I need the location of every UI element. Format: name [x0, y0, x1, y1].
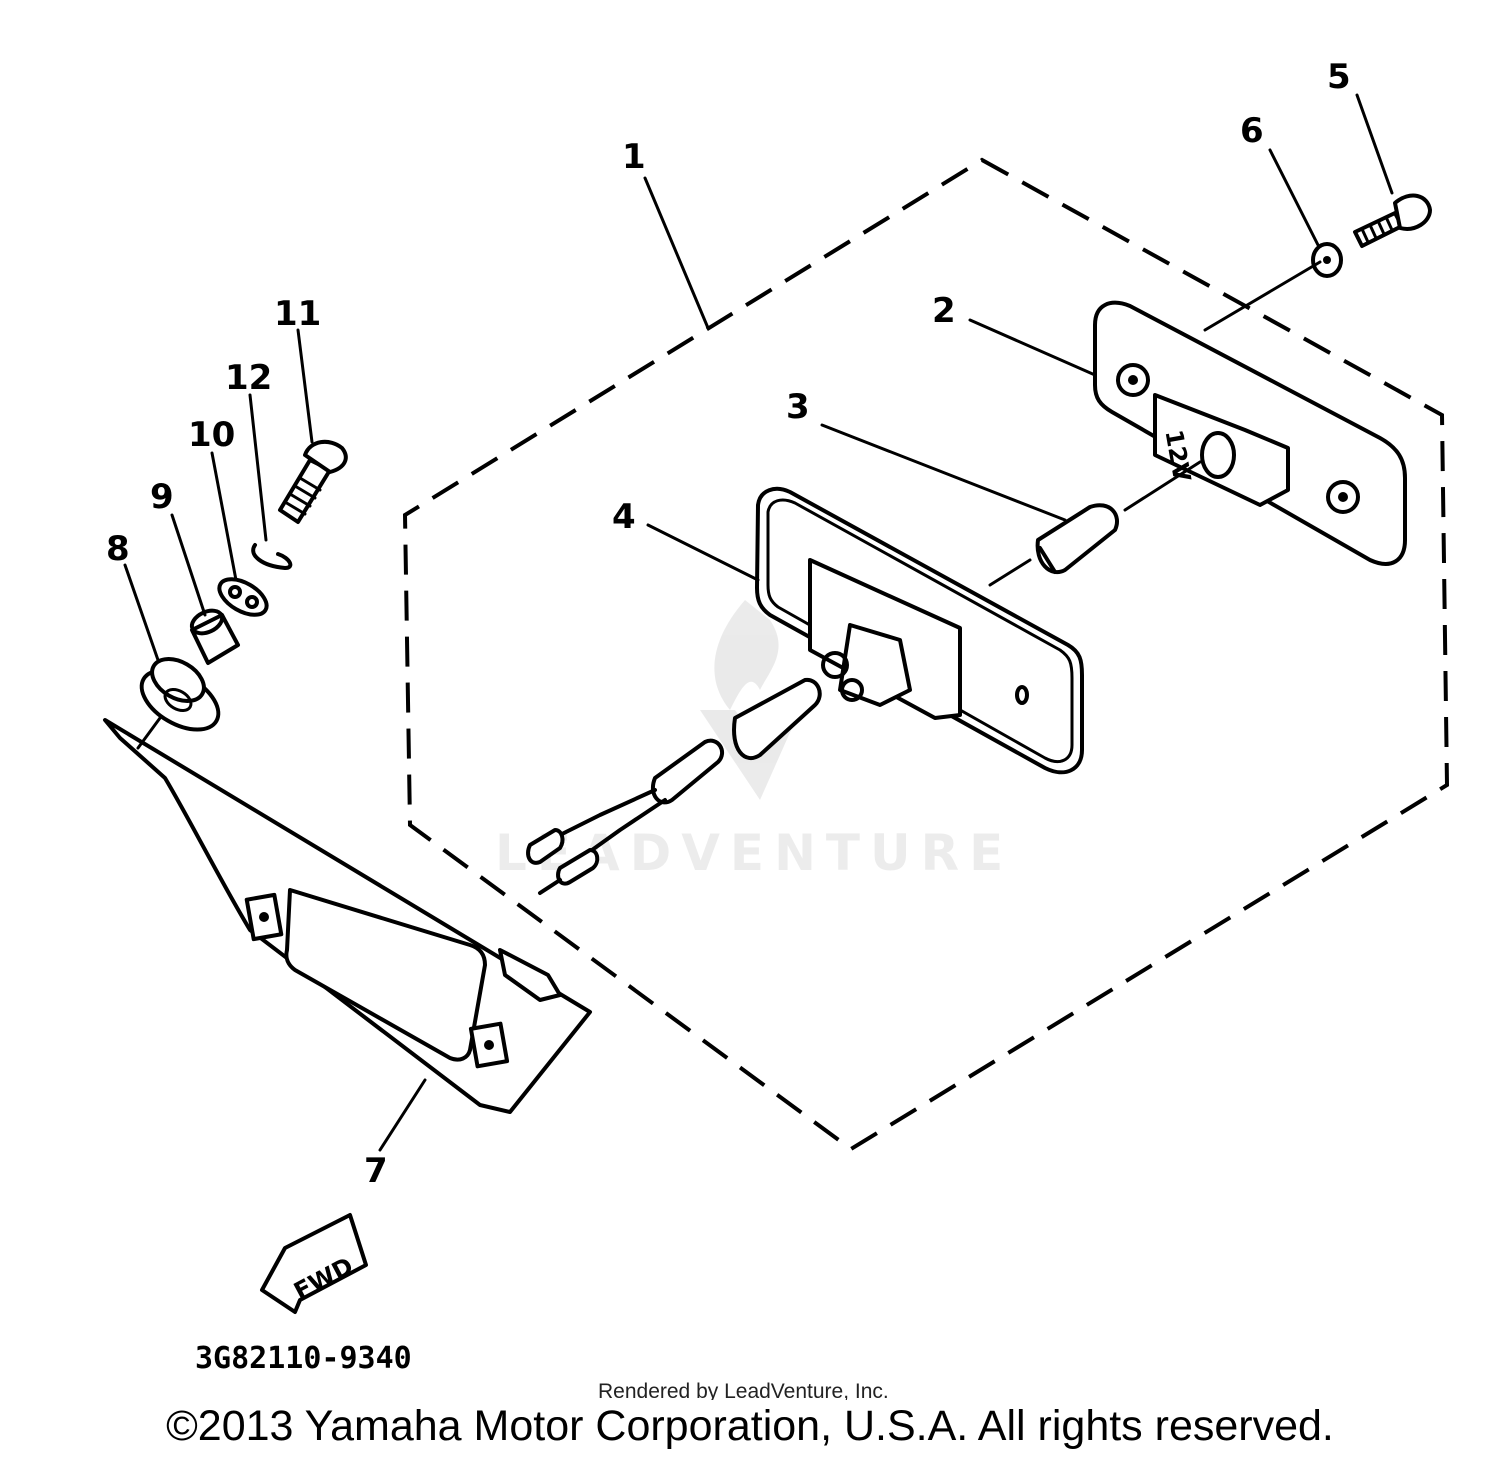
alignment-line-3-4	[988, 558, 1032, 587]
callout-1: 1	[622, 137, 646, 177]
part-number: 3G82110-9340	[195, 1341, 412, 1376]
callout-7: 7	[364, 1151, 388, 1191]
alignment-line-2-3	[1123, 460, 1202, 512]
part-4-lens	[732, 486, 1084, 775]
part-9-collar	[189, 608, 240, 665]
callout-6: 6	[1240, 111, 1264, 151]
callout-11: 11	[274, 294, 321, 334]
callout-10: 10	[188, 415, 235, 455]
callout-12: 12	[225, 358, 272, 398]
callout-8: 8	[106, 529, 130, 569]
leader-lines	[123, 93, 1394, 1152]
exploded-parts-diagram: LEADVENTURE 12V	[103, 57, 1450, 1400]
part-8-grommet	[136, 657, 221, 750]
assembly-boundary	[402, 157, 1450, 1152]
callout-4: 4	[612, 497, 636, 537]
part-12-clip	[251, 543, 293, 570]
fwd-arrow-icon: FWD	[260, 1213, 368, 1314]
wiring-harness	[526, 738, 725, 895]
part-2-housing: 12V	[1093, 300, 1407, 566]
alignment-line-5-2	[1203, 260, 1322, 332]
callout-2: 2	[932, 291, 956, 331]
part-5-screw	[1353, 193, 1432, 248]
copyright-notice: ©2013 Yamaha Motor Corporation, U.S.A. A…	[166, 1402, 1334, 1450]
callout-9: 9	[150, 477, 174, 517]
part-7-bracket	[103, 718, 592, 1114]
part-10-plate-washer	[217, 577, 269, 617]
part-3-bulb	[1035, 503, 1119, 574]
callout-3: 3	[786, 387, 810, 427]
part-6-washer	[1311, 242, 1343, 278]
part-11-bolt	[278, 439, 348, 524]
callout-5: 5	[1327, 57, 1351, 97]
rendered-by-text: Rendered by LeadVenture, Inc.	[598, 1380, 889, 1400]
